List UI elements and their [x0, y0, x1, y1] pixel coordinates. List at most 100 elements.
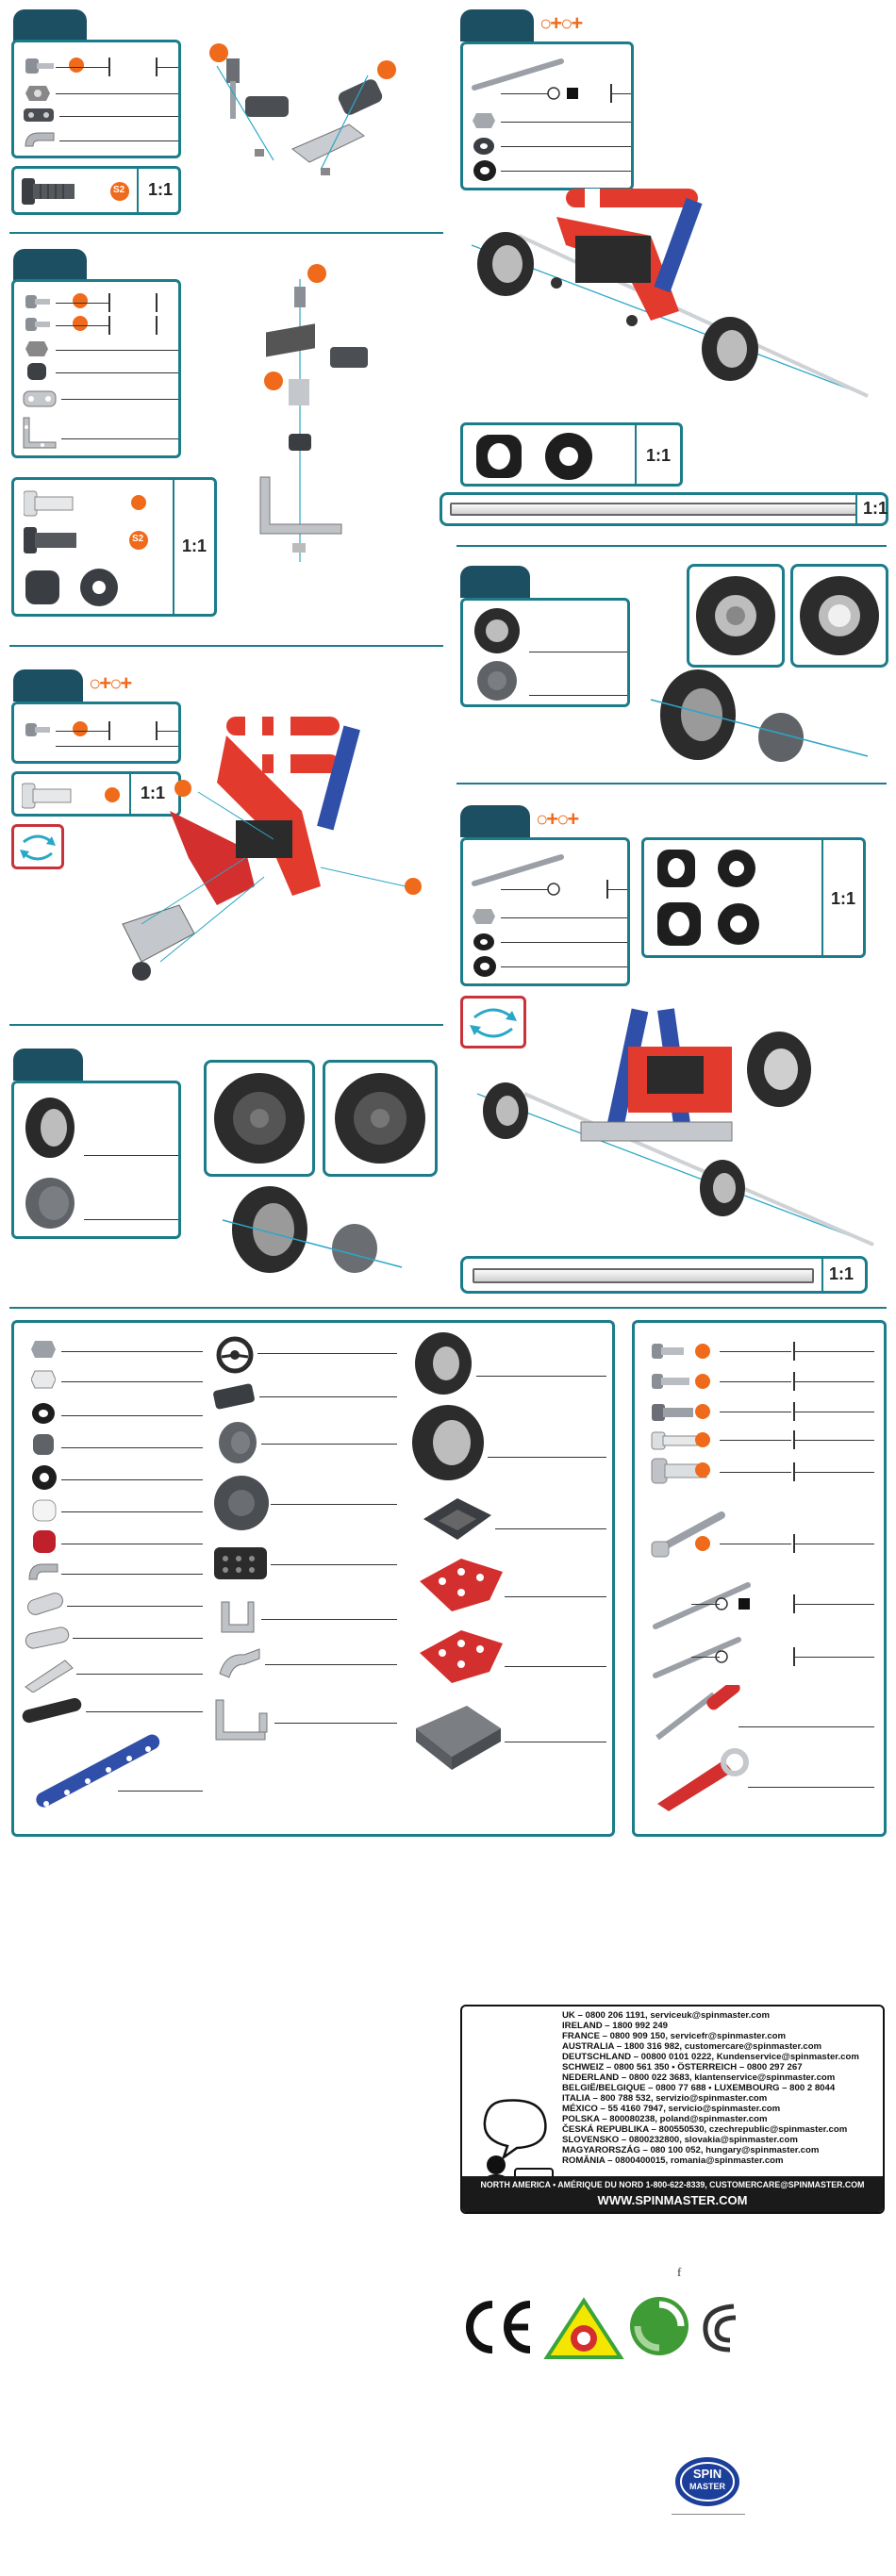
bracket-icon: [219, 1648, 260, 1678]
bracket-icon: [25, 132, 55, 147]
tire-icon: [25, 1098, 75, 1158]
chassis-block-icon: [423, 1498, 491, 1540]
bolt-icon: [652, 1344, 684, 1359]
spacer-icon: [473, 160, 496, 181]
washer-icon: [473, 933, 494, 950]
contact-line: MÉXICO – 55 4160 7947, servicio@spinmast…: [562, 2104, 781, 2114]
step-tab: [13, 9, 87, 41]
spacer-icon: [657, 850, 759, 946]
wrench-icon: [657, 1748, 749, 1811]
contact-line: NEDERLAND – 0800 022 3683, klantenservic…: [562, 2072, 836, 2083]
tire-preview-frame: [323, 1060, 438, 1177]
contact-line: DEUTSCHLAND – 00800 0101 0222, Kundenser…: [562, 2052, 859, 2062]
plate-icon: [25, 1627, 70, 1649]
hardware-panel: S2 1:1: [11, 477, 217, 617]
step-tab: [13, 249, 87, 281]
connector-block-icon: [213, 1383, 255, 1410]
orange-marker: [69, 58, 84, 73]
hub-icon: [477, 661, 517, 701]
step-tab: [460, 805, 530, 837]
spacer-icon: [33, 1530, 56, 1553]
screwdriver-icon: [655, 1685, 740, 1741]
website-link[interactable]: WWW.SPINMASTER.COM: [597, 2193, 748, 2207]
contact-line: BELGIË/BELGIQUE – 0800 77 688 • LUXEMBOU…: [562, 2083, 836, 2093]
steering-wheel-icon: [216, 1336, 254, 1374]
contact-line: ROMÂNIA – 0800400015, romania@spinmaster…: [562, 2155, 784, 2166]
angle-bracket-icon: [215, 1699, 268, 1741]
assembly-hint-icon: ○+○+: [536, 807, 579, 831]
footnote-mark: f: [677, 2265, 682, 2279]
nut-icon: [473, 113, 495, 128]
brand-line-1: SPIN: [692, 2467, 722, 2481]
strip-icon: [22, 1697, 82, 1724]
parts-panel: [460, 41, 634, 190]
parts-panel: [11, 40, 181, 158]
plate-icon: [25, 1660, 74, 1693]
assembly-illustration: [476, 1008, 874, 1247]
tire-icon: [415, 1332, 472, 1395]
scale-ratio: 1:1: [831, 889, 856, 908]
contact-line: AUSTRALIA – 1800 316 982, customercare@s…: [562, 2041, 822, 2052]
tire-preview-frame: [790, 564, 888, 668]
orange-marker: [695, 1432, 710, 1447]
ce-mark-icon: [466, 2301, 531, 2353]
orange-marker: [695, 1404, 710, 1419]
bolt-icon: [22, 178, 75, 205]
orange-marker: [73, 293, 88, 308]
bolt-size-label: S2: [113, 185, 125, 195]
bolt-icon: [24, 490, 74, 517]
step-tab: [460, 566, 530, 598]
parts-inventory-panel: [11, 1320, 615, 1837]
washer-icon: [473, 138, 494, 155]
bolt-icon: [25, 318, 50, 331]
contact-line: ČESKÁ REPUBLIKA – 800550530, czechrepubl…: [562, 2124, 848, 2135]
rotate-model-icon: [11, 824, 64, 869]
bolt-icon: [651, 1511, 725, 1558]
recycle-mark-icon: [703, 2304, 737, 2353]
beam-icon: [36, 1734, 160, 1808]
contact-line: MAGYARORSZÁG – 080 100 052, hungary@spin…: [562, 2145, 820, 2155]
plate-icon: [27, 1593, 63, 1615]
bolt-icon: [25, 295, 50, 308]
parts-panel: [11, 1081, 181, 1239]
step-tab: [13, 669, 83, 702]
spacer-icon: [32, 1403, 55, 1424]
green-dot-icon: [630, 2297, 689, 2355]
bolt-icon: [25, 58, 54, 74]
scale-ratio: 1:1: [148, 180, 174, 199]
contact-line: POLSKA – 800080238, poland@spinmaster.co…: [562, 2114, 768, 2124]
scale-ratio: 1:1: [182, 537, 207, 555]
axle-scale-strip: 1:1: [440, 492, 888, 526]
bolt-icon: [22, 783, 72, 809]
red-plate-icon: [420, 1559, 503, 1611]
bolt-icon: [25, 723, 50, 736]
axle-scale-strip: 1:1: [460, 1256, 868, 1294]
assembly-illustration: [222, 1186, 403, 1273]
hub-icon: [214, 1476, 269, 1530]
plate-icon: [23, 390, 57, 407]
connector-block-icon: [24, 108, 54, 122]
hardware-panel: 1:1: [11, 771, 181, 817]
axle-icon: [653, 1637, 741, 1678]
tire-preview-frame: [204, 1060, 315, 1177]
angle-bracket-icon: [23, 417, 57, 449]
parts-panel: [11, 702, 181, 764]
tire-preview-frame: [687, 564, 785, 668]
lion-mark-icon: [543, 2297, 624, 2359]
hub-icon: [25, 1178, 75, 1229]
hardware-inventory-panel: [632, 1320, 887, 1837]
spacer-icon: [476, 433, 592, 480]
axle-length-marker: [715, 1597, 750, 1610]
assembly-illustration: [259, 264, 368, 562]
scale-ratio: 1:1: [863, 499, 888, 518]
bolt-icon: [652, 1404, 693, 1421]
hardware-panel: 1:1: [641, 837, 866, 958]
orange-marker: [105, 787, 120, 802]
rotate-model-icon: [460, 996, 526, 1049]
contact-line: ITALIA – 800 788 532, servizio@spinmaste…: [562, 2093, 768, 2104]
bolt-size-label: S2: [132, 534, 144, 544]
contact-line: UK – 0800 206 1191, serviceuk@spinmaster…: [562, 2010, 771, 2021]
assembly-illustration: [471, 189, 869, 398]
spacer-icon: [32, 1499, 57, 1522]
bracket-icon: [28, 1563, 58, 1580]
